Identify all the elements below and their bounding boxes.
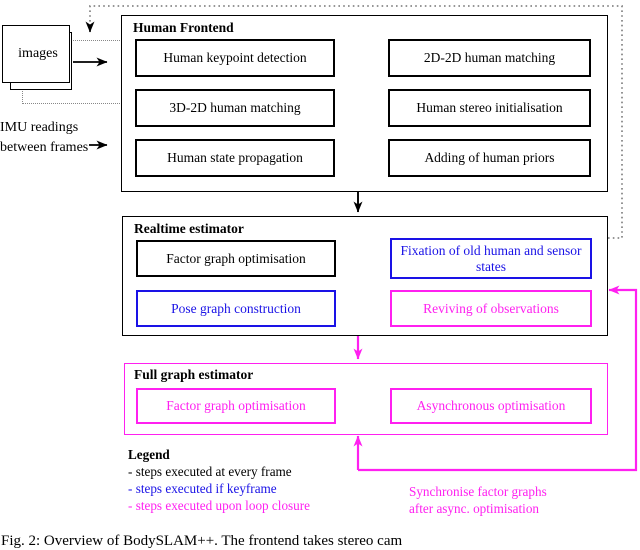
block-adding-of-human-priors[interactable]: Adding of human priors bbox=[388, 139, 591, 177]
human-frontend-title: Human Frontend bbox=[133, 20, 234, 35]
block-2d-2d-human-matching[interactable]: 2D-2D human matching bbox=[388, 39, 591, 77]
block-asynchronous-optimisation[interactable]: Asynchronous optimisation bbox=[390, 388, 592, 424]
block-fg-factor-graph-optimisation[interactable]: Factor graph optimisation bbox=[136, 388, 336, 424]
images-label: images bbox=[18, 46, 58, 61]
block-reviving-of-observations[interactable]: Reviving of observations bbox=[390, 290, 592, 327]
realtime-estimator-title: Realtime estimator bbox=[134, 221, 244, 236]
legend-item-keyframe: - steps executed if keyframe bbox=[128, 481, 277, 496]
imu-readings-line1: IMU readings bbox=[0, 120, 79, 135]
block-rt-factor-graph-optimisation[interactable]: Factor graph optimisation bbox=[136, 240, 336, 277]
block-fixation-of-old-human-and-sensor-states[interactable]: Fixation of old human and sensor states bbox=[390, 238, 592, 279]
block-3d-2d-human-matching[interactable]: 3D-2D human matching bbox=[135, 89, 335, 127]
legend-title: Legend bbox=[128, 447, 170, 462]
block-human-keypoint-detection[interactable]: Human keypoint detection bbox=[135, 39, 335, 77]
legend-item-every-frame: - steps executed at every frame bbox=[128, 464, 292, 479]
sync-annotation-line1: Synchronise factor graphs bbox=[409, 484, 547, 499]
imu-readings-line2: between frames bbox=[0, 140, 89, 155]
sync-annotation-line2: after async. optimisation bbox=[409, 501, 540, 516]
block-human-state-propagation[interactable]: Human state propagation bbox=[135, 139, 335, 177]
full-graph-estimator-title: Full graph estimator bbox=[134, 367, 254, 382]
images-sheet-front bbox=[2, 25, 70, 83]
block-human-stereo-initialisation[interactable]: Human stereo initialisation bbox=[388, 89, 591, 127]
dotted-feedback-path bbox=[89, 5, 623, 239]
sync-feedback-loop bbox=[358, 288, 638, 472]
legend-item-loop-closure: - steps executed upon loop closure bbox=[128, 498, 311, 513]
block-pose-graph-construction[interactable]: Pose graph construction bbox=[136, 290, 336, 327]
figure-caption: Fig. 2: Overview of BodySLAM++. The fron… bbox=[1, 533, 403, 549]
